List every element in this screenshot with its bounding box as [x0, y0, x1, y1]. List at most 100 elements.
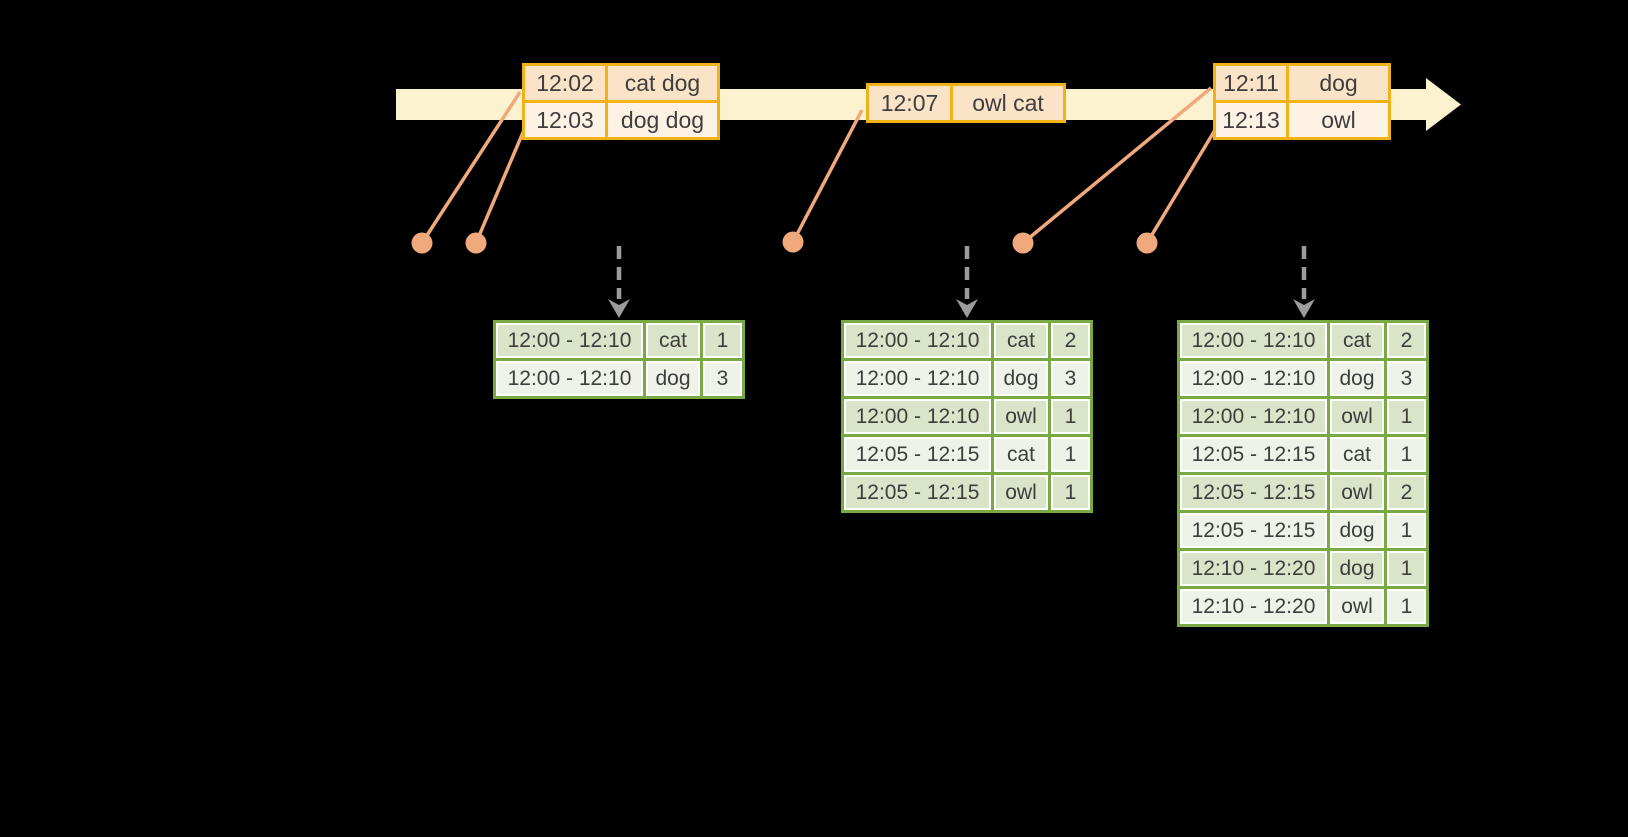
result-row: 12:05 - 12:15 cat 1	[1177, 434, 1429, 475]
result-window-cell: 12:05 - 12:15	[1177, 472, 1330, 513]
result-count-cell: 1	[1048, 472, 1093, 513]
result-word-cell: cat	[1327, 320, 1387, 361]
result-word-cell: cat	[991, 320, 1051, 361]
result-word-cell: owl	[1327, 396, 1387, 437]
result-row: 12:10 - 12:20 dog 1	[1177, 548, 1429, 589]
result-row: 12:00 - 12:10 owl 1	[1177, 396, 1429, 437]
result-word-cell: dog	[1327, 358, 1387, 399]
connector-line	[420, 91, 522, 244]
result-table-2-body: 12:00 - 12:10 cat 2 12:00 - 12:10 dog 3 …	[841, 320, 1093, 513]
result-window-cell: 12:05 - 12:15	[841, 472, 994, 513]
result-count-cell: 1	[1384, 510, 1429, 551]
result-word-cell: dog	[1327, 510, 1387, 551]
result-table-3-grid: 12:00 - 12:10 cat 2 12:00 - 12:10 dog 3 …	[1177, 320, 1429, 627]
trigger-arrowheads	[608, 299, 1315, 318]
event-words-cell: dog	[1286, 63, 1391, 103]
result-window-cell: 12:05 - 12:15	[841, 434, 994, 475]
result-word-cell: dog	[1327, 548, 1387, 589]
connector-line	[1145, 129, 1217, 244]
result-window-cell: 12:10 - 12:20	[1177, 548, 1330, 589]
result-row: 12:00 - 12:10 dog 3	[841, 358, 1093, 399]
event-time-cell: 12:02	[522, 63, 608, 103]
result-row: 12:10 - 12:20 owl 1	[1177, 586, 1429, 627]
result-count-cell: 1	[1384, 548, 1429, 589]
event-row: 12:02 cat dog	[522, 63, 720, 103]
result-table-1-grid: 12:00 - 12:10 cat 1 12:00 - 12:10 dog 3	[493, 320, 745, 399]
event-words-cell: owl	[1286, 100, 1391, 140]
result-table-2: 12:00 - 12:10 cat 2 12:00 - 12:10 dog 3 …	[841, 320, 1093, 513]
result-window-cell: 12:00 - 12:10	[493, 358, 646, 399]
event-table-3: 12:11 dog 12:13 owl	[1213, 63, 1391, 140]
trigger-arrowhead-icon	[608, 299, 630, 318]
result-row: 12:00 - 12:10 dog 3	[493, 358, 745, 399]
event-dots	[411, 231, 1158, 254]
trigger-arrowhead-icon	[1293, 299, 1315, 318]
result-count-cell: 1	[1384, 586, 1429, 627]
event-table-2: 12:07 owl cat	[866, 83, 1066, 123]
result-window-cell: 12:00 - 12:10	[493, 320, 646, 361]
result-count-cell: 1	[1048, 396, 1093, 437]
event-row: 12:13 owl	[1213, 100, 1391, 140]
result-row: 12:00 - 12:10 owl 1	[841, 396, 1093, 437]
result-table-3: 12:00 - 12:10 cat 2 12:00 - 12:10 dog 3 …	[1177, 320, 1429, 627]
result-count-cell: 2	[1384, 320, 1429, 361]
result-row: 12:05 - 12:15 owl 1	[841, 472, 1093, 513]
event-dot-icon	[1136, 232, 1158, 254]
event-dot-icon	[465, 232, 487, 254]
result-row: 12:05 - 12:15 cat 1	[841, 434, 1093, 475]
result-word-cell: owl	[991, 396, 1051, 437]
event-table-2-body: 12:07 owl cat	[866, 83, 1066, 123]
connector-lines	[420, 86, 1217, 245]
connector-line	[791, 109, 864, 243]
trigger-arrow-lines	[616, 246, 1307, 299]
event-time-cell: 12:13	[1213, 100, 1289, 140]
connector-line	[474, 129, 526, 244]
result-window-cell: 12:05 - 12:15	[1177, 510, 1330, 551]
event-table-3-body: 12:11 dog 12:13 owl	[1213, 63, 1391, 140]
result-count-cell: 3	[1384, 358, 1429, 399]
result-table-1: 12:00 - 12:10 cat 1 12:00 - 12:10 dog 3	[493, 320, 745, 399]
event-table-1: 12:02 cat dog 12:03 dog dog	[522, 63, 720, 140]
event-dot-icon	[411, 232, 433, 254]
result-window-cell: 12:00 - 12:10	[1177, 358, 1330, 399]
result-count-cell: 2	[1048, 320, 1093, 361]
result-row: 12:00 - 12:10 cat 1	[493, 320, 745, 361]
result-row: 12:05 - 12:15 dog 1	[1177, 510, 1429, 551]
result-count-cell: 1	[1384, 434, 1429, 475]
event-row: 12:07 owl cat	[866, 83, 1066, 123]
result-table-3-body: 12:00 - 12:10 cat 2 12:00 - 12:10 dog 3 …	[1177, 320, 1429, 627]
event-row: 12:11 dog	[1213, 63, 1391, 103]
result-word-cell: owl	[1327, 472, 1387, 513]
result-table-2-grid: 12:00 - 12:10 cat 2 12:00 - 12:10 dog 3 …	[841, 320, 1093, 513]
event-words-cell: cat dog	[605, 63, 720, 103]
result-word-cell: cat	[991, 434, 1051, 475]
result-window-cell: 12:00 - 12:10	[841, 396, 994, 437]
result-word-cell: cat	[643, 320, 703, 361]
result-row: 12:00 - 12:10 cat 2	[841, 320, 1093, 361]
result-count-cell: 1	[700, 320, 745, 361]
event-dot-icon	[782, 231, 804, 253]
result-window-cell: 12:00 - 12:10	[1177, 320, 1330, 361]
result-word-cell: cat	[1327, 434, 1387, 475]
result-count-cell: 2	[1384, 472, 1429, 513]
result-count-cell: 1	[1048, 434, 1093, 475]
result-window-cell: 12:05 - 12:15	[1177, 434, 1330, 475]
event-words-cell: dog dog	[605, 100, 720, 140]
event-table-1-grid: 12:02 cat dog 12:03 dog dog	[522, 63, 720, 140]
result-count-cell: 1	[1384, 396, 1429, 437]
event-table-1-body: 12:02 cat dog 12:03 dog dog	[522, 63, 720, 140]
result-word-cell: dog	[991, 358, 1051, 399]
trigger-arrowhead-icon	[956, 299, 978, 318]
event-table-2-grid: 12:07 owl cat	[866, 83, 1066, 123]
result-window-cell: 12:00 - 12:10	[841, 358, 994, 399]
result-word-cell: owl	[1327, 586, 1387, 627]
timeline-arrowhead-icon	[1426, 78, 1461, 131]
connector-line	[1021, 86, 1213, 245]
result-window-cell: 12:00 - 12:10	[841, 320, 994, 361]
result-count-cell: 3	[1048, 358, 1093, 399]
result-word-cell: dog	[643, 358, 703, 399]
event-dot-icon	[1012, 232, 1034, 254]
result-window-cell: 12:00 - 12:10	[1177, 396, 1330, 437]
result-row: 12:05 - 12:15 owl 2	[1177, 472, 1429, 513]
